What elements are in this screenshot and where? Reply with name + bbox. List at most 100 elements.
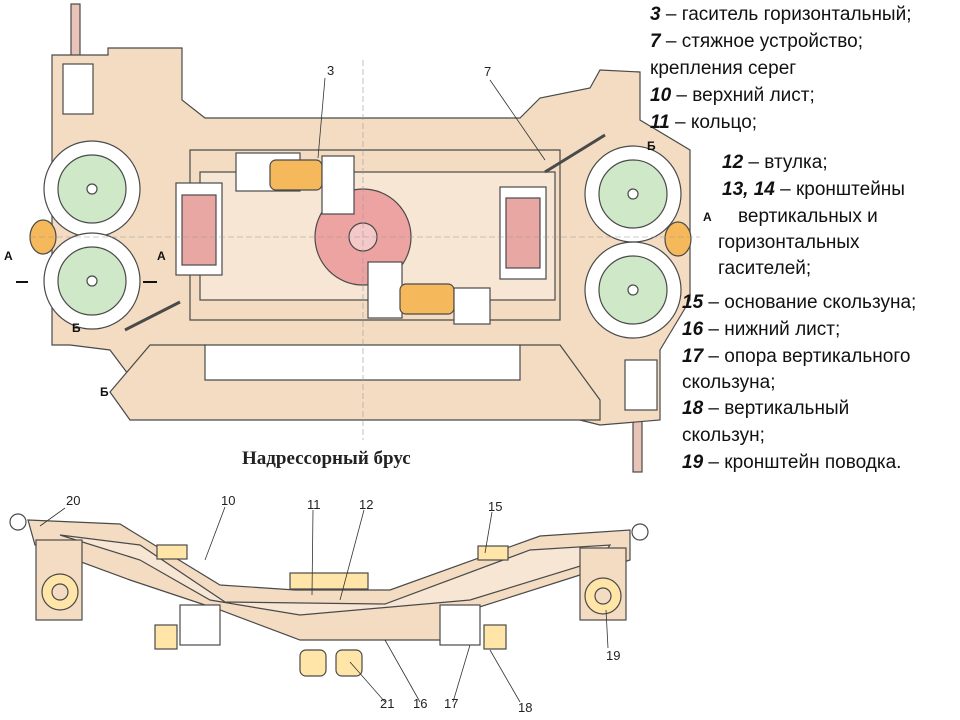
- bottom-lug-right: [335, 649, 363, 677]
- top-view: [29, 3, 700, 473]
- caption: Надрессорный брус: [242, 448, 411, 469]
- side-view-leaders: [39, 506, 609, 703]
- legend-item-text: – кольцо;: [669, 112, 758, 133]
- callout-11: 11: [307, 497, 321, 512]
- left-eye-lug: [9, 513, 27, 531]
- right-window: [505, 197, 541, 269]
- legend-item: 13, 14 – кронштейны: [722, 179, 905, 201]
- legend-item-text: – вертикальный: [703, 398, 850, 419]
- legend-item-number: 12: [722, 152, 744, 173]
- legend-item: 19 – кронштейн поводка.: [682, 452, 901, 474]
- legend-item-text: крепления серег: [650, 58, 797, 79]
- section-mark-a-right: А: [703, 210, 712, 224]
- side-view: [9, 513, 649, 677]
- right-damper-pin: [664, 221, 692, 257]
- callout-12: 12: [359, 497, 373, 512]
- callout-17: 17: [444, 696, 458, 711]
- tension-link-upper: [544, 133, 606, 174]
- legend-item: горизонтальных: [718, 232, 860, 254]
- section-mark-a-mid: А: [157, 249, 166, 263]
- top-left-bracket: [62, 63, 94, 115]
- legend-item: 15 – основание скользуна;: [682, 292, 916, 314]
- legend-item-text: – нижний лист;: [703, 319, 841, 340]
- damper-lower-bracket-right: [453, 287, 491, 325]
- legend-item-number: 10: [650, 85, 672, 106]
- legend-item-text: вертикальных и: [738, 206, 878, 227]
- damper-lower-body: [399, 283, 455, 315]
- callout-3: 3: [327, 63, 334, 78]
- slider-base-left: [156, 544, 188, 560]
- legend-item-number: 16: [682, 319, 704, 340]
- callout-18: 18: [518, 700, 532, 715]
- legend-item: 7 – стяжное устройство;: [650, 31, 863, 53]
- legend-item-text: горизонтальных: [718, 232, 860, 253]
- right-slider-stub: [483, 624, 507, 650]
- bottom-lug-left: [299, 649, 327, 677]
- legend-item-text: скользун;: [682, 425, 765, 446]
- legend-item-number: 17: [682, 346, 704, 367]
- legend-item: 10 – верхний лист;: [650, 85, 815, 107]
- legend-item-number: 13, 14: [722, 179, 775, 200]
- legend-item: крепления серег: [650, 58, 796, 80]
- legend-item-number: 15: [682, 292, 704, 313]
- legend-item: 17 – опора вертикального: [682, 346, 910, 368]
- legend-item-text: – кронштейн поводка.: [703, 452, 902, 473]
- legend-item: 11 – кольцо;: [650, 112, 757, 134]
- legend-item: 12 – втулка;: [722, 152, 828, 174]
- center-ring: [289, 572, 369, 590]
- damper-upper-bracket-right: [321, 155, 355, 215]
- legend-item: 3 – гаситель горизонтальный;: [650, 4, 911, 26]
- callout-15: 15: [488, 499, 502, 514]
- callout-19: 19: [606, 648, 620, 663]
- damper-lower-bracket: [367, 261, 403, 319]
- legend-item-text: скользуна;: [682, 372, 776, 393]
- section-mark-b-right: Б: [647, 139, 656, 153]
- right-upper-spring-hub: [627, 188, 639, 200]
- legend-item-number: 11: [650, 112, 670, 133]
- section-mark-a-left: А: [4, 249, 13, 263]
- legend-item-number: 3: [650, 4, 661, 25]
- right-end-hole: [594, 587, 612, 605]
- legend-item: 18 – вертикальный: [682, 398, 849, 420]
- legend-item-number: 7: [650, 31, 661, 52]
- slider-base-right: [477, 545, 509, 561]
- legend-item-text: – втулка;: [743, 152, 828, 173]
- legend-item: вертикальных и: [738, 206, 878, 228]
- callout-16: 16: [413, 696, 427, 711]
- bottom-right-bracket: [624, 359, 658, 411]
- legend-item-text: – верхний лист;: [671, 85, 815, 106]
- legend-item: 16 – нижний лист;: [682, 319, 840, 341]
- tension-link-lower: [124, 300, 181, 332]
- left-slider-stub: [154, 624, 178, 650]
- section-mark-b-upper: Б: [72, 321, 81, 335]
- legend-item: скользуна;: [682, 372, 776, 394]
- callout-3-leader: [317, 77, 326, 159]
- callout-7: 7: [484, 64, 491, 79]
- callout-7-leader: [489, 79, 546, 161]
- legend-item: скользун;: [682, 425, 765, 447]
- callout-10: 10: [221, 493, 235, 508]
- legend-item-text: – кронштейны: [774, 179, 905, 200]
- legend-item-number: 18: [682, 398, 704, 419]
- legend-item-text: гасителей;: [718, 258, 812, 279]
- left-window: [181, 194, 217, 266]
- legend-item-text: – гаситель горизонтальный;: [660, 4, 912, 25]
- right-lower-spring-hub: [627, 284, 639, 296]
- right-vertical-slider: [439, 604, 481, 646]
- right-eye-lug: [631, 523, 649, 541]
- legend-item-text: – стяжное устройство;: [660, 31, 863, 52]
- legend-item-text: – основание скользуна;: [703, 292, 917, 313]
- callout-21: 21: [380, 696, 394, 711]
- legend-item: гасителей;: [718, 258, 811, 280]
- bolster-lower-lobe: [109, 344, 601, 421]
- left-lower-spring-hub: [86, 275, 98, 287]
- left-vertical-slider: [179, 604, 221, 646]
- left-end-hole: [51, 583, 69, 601]
- damper-upper-body: [269, 159, 323, 191]
- legend-item-text: – опора вертикального: [703, 346, 911, 367]
- legend-item-number: 19: [682, 452, 704, 473]
- section-mark-b-lower: Б: [100, 385, 109, 399]
- left-upper-spring-hub: [86, 183, 98, 195]
- callout-20: 20: [66, 493, 80, 508]
